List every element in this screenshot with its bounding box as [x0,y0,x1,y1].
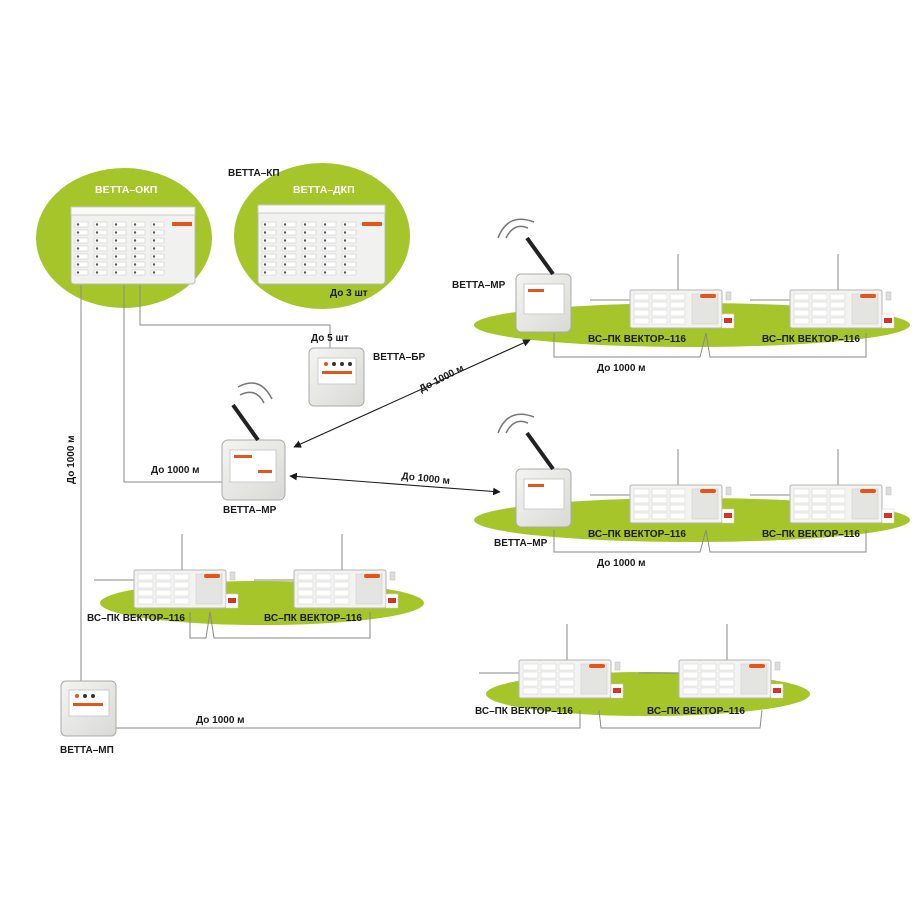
okp-panel [70,206,196,285]
br-label: ВЕТТА–БР [373,352,426,363]
vs-pk-panel-4 [789,449,895,524]
mr-mid-label: ВЕТТА–МР [494,538,548,549]
okp-label: ВЕТТА–ОКП [95,184,158,196]
vs-pk-panels [133,254,895,699]
vs-mid-2-label: ВС–ПК ВЕКТОР–116 [762,529,860,540]
mr-top-label: ВЕТТА–МР [452,280,506,291]
dkp-panel [257,204,386,285]
dist-top-group-label: До 1000 м [597,363,646,374]
vs-bot-2-label: ВС–ПК ВЕКТОР–116 [647,706,745,717]
vs-left-1-label: ВС–ПК ВЕКТОР–116 [87,613,185,624]
vs-mid-1-label: ВС–ПК ВЕКТОР–116 [588,529,686,540]
mp-label: ВЕТТА–МП [60,745,114,756]
mr-top-device [497,218,572,333]
vs-bot-1-label: ВС–ПК ВЕКТОР–116 [475,706,573,717]
dist-bottom-label: До 1000 м [196,715,245,726]
connection-lines [80,285,867,729]
vs-top-2-label: ВС–ПК ВЕКТОР–116 [762,334,860,345]
dist-mid-group-label: До 1000 м [597,558,646,569]
vs-pk-panel-1 [629,254,735,329]
mr-mid-device [497,413,572,528]
vs-top-1-label: ВС–ПК ВЕКТОР–116 [588,334,686,345]
kp-group-label: ВЕТТА–КП [228,168,280,179]
dkp-count-label: До 3 шт [330,288,368,299]
vs-pk-panel-3 [629,449,735,524]
vs-pk-panel-2 [789,254,895,329]
dist-vertical-label: До 1000 м [66,435,77,484]
vs-pk-panel-6 [293,534,399,609]
vs-pk-panel-5 [133,534,239,609]
mr-center-device [221,382,286,501]
br-count-label: До 5 шт [311,333,349,344]
mr-center-label: ВЕТТА–МР [223,505,277,516]
vs-left-2-label: ВС–ПК ВЕКТОР–116 [264,613,362,624]
dist-center-label: До 1000 м [151,465,200,476]
br-device [308,347,365,407]
vs-pk-panel-7 [518,624,624,699]
mp-device [60,680,117,737]
dkp-label: ВЕТТА–ДКП [293,184,355,196]
radio-link-horizontal [289,472,501,496]
vs-pk-panel-8 [678,624,784,699]
radio-link-diagonal [293,339,531,448]
